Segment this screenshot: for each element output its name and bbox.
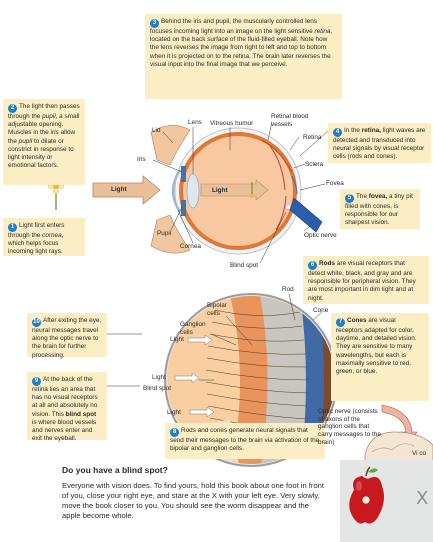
label-lid: Lid: [152, 127, 161, 135]
label-blind-spot-retina: Blind spot: [143, 385, 171, 393]
x-mark: X: [416, 488, 428, 509]
label-fovea: Fovea: [326, 180, 344, 188]
label-lens: Lens: [188, 119, 202, 127]
label-bipolar-cells: Bipolar cells: [207, 302, 237, 317]
label-iris: Iris: [137, 156, 146, 164]
label-ganglion-cells: Ganglion cells: [180, 321, 212, 336]
label-cornea: Cornea: [180, 243, 201, 251]
label-blind-spot: Blind spot: [230, 262, 258, 270]
label-retina: Retina: [303, 134, 321, 142]
blind-spot-test-title: Do you have a blind spot?: [62, 465, 168, 475]
label-optic-nerve-retina: Optic nerve (consists of axons of the ga…: [318, 408, 382, 446]
apple-hole-icon: [362, 496, 370, 504]
label-retinal-blood-vessels: Retinal blood vessels: [271, 113, 317, 128]
blind-spot-test-body: Everyone with vision does. To find yours…: [62, 481, 324, 521]
label-rod: Rod: [282, 286, 294, 294]
label-light-2: Light: [152, 374, 166, 382]
label-light-inner: Light: [212, 187, 228, 195]
label-brain-visual-cortex: Vi co: [412, 450, 432, 458]
label-cone: Cone: [313, 307, 328, 315]
label-light-left: Light: [111, 186, 127, 194]
iris: [181, 166, 186, 182]
label-light-3: Light: [167, 409, 181, 417]
label-optic-nerve: Optic nerve: [304, 232, 337, 240]
label-sclera: Sclera: [305, 161, 323, 169]
label-light-1: Light: [170, 336, 184, 344]
label-pupil: Pupil: [157, 230, 171, 238]
label-vitreous-humor: Vitreous humor: [210, 120, 253, 128]
lens: [187, 174, 199, 208]
blind-spot-test-card: X: [340, 460, 433, 542]
